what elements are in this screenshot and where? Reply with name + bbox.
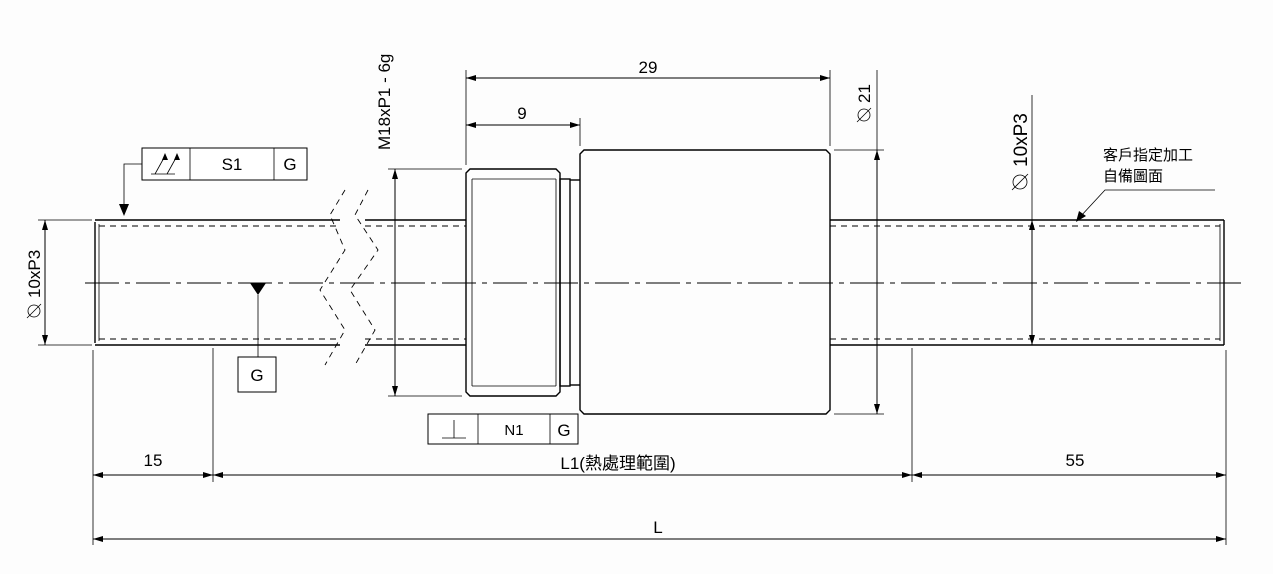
diameter-symbol-icon — [26, 303, 42, 319]
runout-value: S1 — [222, 155, 243, 174]
left-shaft — [94, 219, 340, 346]
middle-shaft — [365, 219, 466, 346]
perpendicular-icon — [442, 420, 466, 439]
dia21-label: 21 — [855, 84, 874, 103]
runout-tolerance-frame — [119, 147, 308, 216]
note-line-2: 自備圖面 — [1103, 168, 1163, 185]
right-shaft-dia-label: 10xP3 — [1011, 113, 1032, 167]
dimension-total-label: L — [653, 518, 662, 537]
dimension-thread — [388, 168, 462, 397]
dimension-l1-label: L1(熱處理範圍) — [560, 454, 675, 473]
datum-label: G — [250, 366, 263, 385]
dimension-29-label: 29 — [639, 58, 658, 77]
dimension-15-label: 15 — [144, 451, 163, 470]
dimension-55-label: 55 — [1066, 451, 1085, 470]
threaded-section — [465, 168, 580, 397]
break-lines — [319, 189, 379, 366]
perpendicularity-value: N1 — [504, 422, 523, 439]
right-shaft — [830, 219, 1225, 346]
runout-datum: G — [283, 155, 296, 174]
dimension-dia21 — [834, 70, 884, 415]
dimension-left-shaft — [38, 219, 92, 346]
customer-note-leader — [1076, 189, 1215, 222]
perpendicularity-tolerance-frame — [427, 413, 579, 445]
cylinder-section — [579, 149, 831, 415]
dimension-9 — [466, 118, 581, 146]
note-line-1: 客戶指定加工 — [1103, 147, 1193, 164]
left-shaft-dia-label: 10xP3 — [25, 250, 44, 298]
total-runout-icon — [151, 153, 180, 175]
bottom-dimensions — [92, 348, 1227, 545]
datum-feature — [237, 283, 277, 393]
diameter-symbol-icon — [1011, 173, 1029, 191]
dimension-29 — [465, 70, 831, 165]
diameter-symbol-icon — [856, 107, 872, 123]
thread-spec-label: M18xP1 - 6g — [375, 54, 394, 150]
dimension-9-label: 9 — [517, 104, 526, 123]
perpendicularity-datum: G — [557, 421, 570, 440]
